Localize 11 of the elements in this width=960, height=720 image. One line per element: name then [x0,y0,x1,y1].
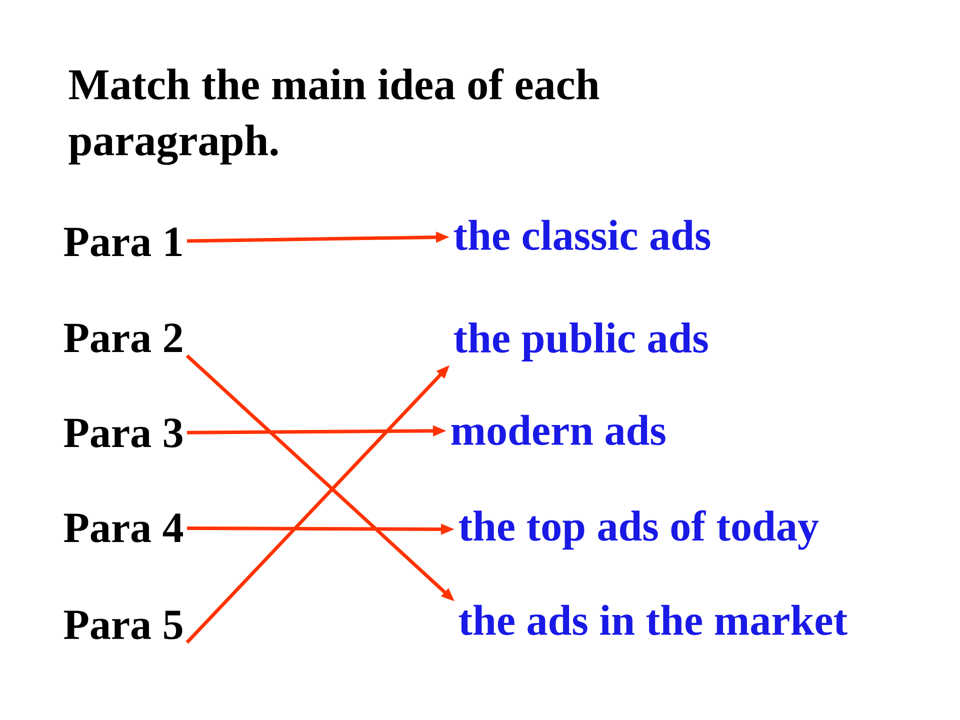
paragraph-label: Para 4 [64,514,184,542]
paragraph-label: Para 1 [64,228,182,256]
answer-text: the top ads of today [458,510,819,550]
answer-text: the public ads [454,322,708,362]
paragraph-label: Para 5 [64,610,182,640]
answer-text: the ads in the market [458,604,848,636]
answer-text: modern ads [451,414,666,446]
paragraph-label: Para 2 [64,324,182,352]
paragraph-label: Para 3 [64,418,182,448]
answer-text: the classic ads [454,220,710,250]
title: Match the main idea of each paragraph. [68,68,600,165]
